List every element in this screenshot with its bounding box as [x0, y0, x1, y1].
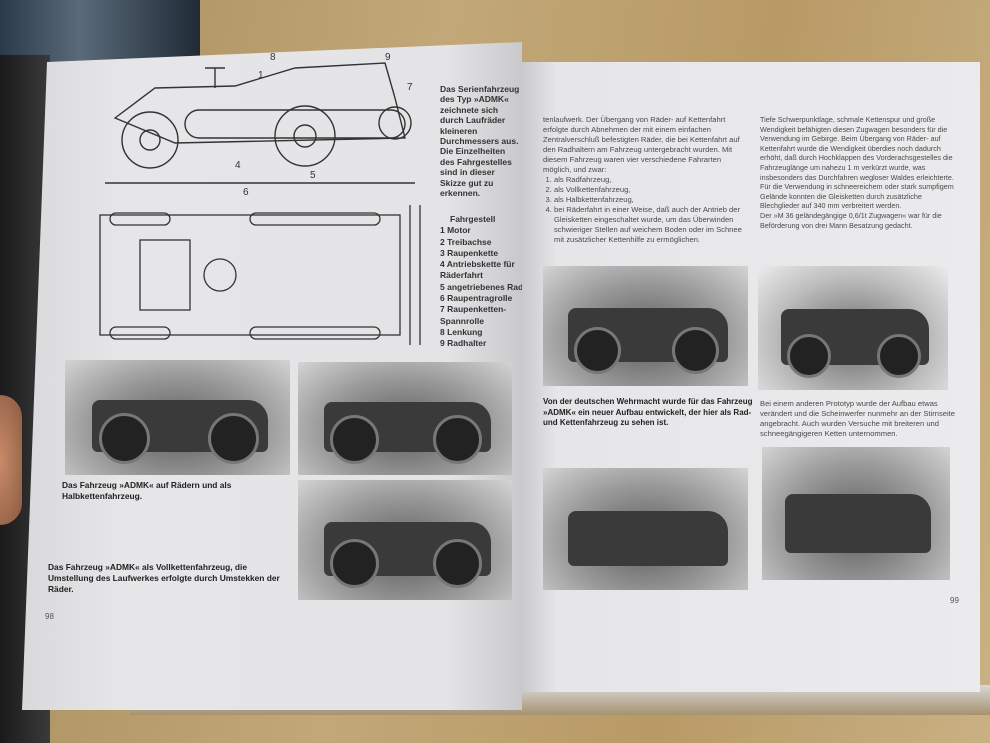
sidebar-text: Das Serienfahrzeug des Typ »ADMK« zeichn… — [440, 84, 520, 199]
list-item: als Radfahrzeug, — [554, 175, 751, 185]
legend-item: 7 Raupenketten-Spannrolle — [440, 304, 507, 326]
drawing-label: 6 — [243, 187, 249, 198]
caption-1: Das Fahrzeug »ADMK« auf Rädern und als H… — [62, 480, 232, 501]
caption-right: Bei einem anderen Prototyp wurde der Auf… — [760, 399, 956, 438]
photo-tracked-prototype — [762, 447, 950, 580]
legend-item: 5 angetriebenes Rad — [440, 281, 522, 292]
finger — [0, 395, 22, 525]
photo-admk-halftrack — [298, 362, 512, 475]
list-item: als Halbkettenfahrzeug, — [554, 195, 751, 205]
drawing-label: 1 — [258, 70, 264, 81]
legend-item: 9 Radhalter — [440, 338, 487, 349]
list-item: als Vollkettenfahrzeug, — [554, 185, 751, 195]
chassis-legend: Fahrgestell 1 Motor 2 Treibachse 3 Raupe… — [440, 214, 522, 350]
background-photo — [0, 0, 200, 62]
paragraph: Für die Verwendung in schneereichem oder… — [760, 182, 954, 211]
legend-title: Fahrgestell — [450, 214, 496, 224]
drawing-label: 5 — [310, 170, 316, 181]
paragraph: Tiefe Schwerpunktlage, schmale Kettenspu… — [760, 115, 954, 182]
photo-tracked-body — [543, 468, 748, 590]
photo-admk-fulltrack — [298, 480, 512, 600]
legend-item: 4 Antriebskette für Räderfahrt — [440, 259, 515, 281]
caption-2: Das Fahrzeug »ADMK« als Vollkettenfahrze… — [48, 562, 280, 594]
drawing-label: 8 — [270, 52, 276, 63]
drawing-label: 4 — [235, 160, 241, 171]
page-number-right: 99 — [950, 596, 959, 605]
top-view-drawing — [99, 205, 421, 345]
text-column-2: Tiefe Schwerpunktlage, schmale Kettenspu… — [760, 115, 960, 230]
paragraph: tenlaufwerk. Der Übergang von Räder- auf… — [543, 115, 740, 174]
photo-wehrmacht-wheels — [543, 266, 748, 386]
drawing-label: 7 — [407, 82, 413, 93]
legend-item: 6 Raupentragrolle — [440, 293, 513, 304]
legend-item: 8 Lenkung — [440, 326, 483, 337]
legend-item: 2 Treibachse — [440, 236, 492, 247]
list-item: bei Räderfahrt in einer Weise, daß auch … — [554, 205, 751, 245]
text-column-1: tenlaufwerk. Der Übergang von Räder- auf… — [543, 115, 751, 245]
paragraph: Der »M 36 geländegängige 0,6/1t Zugwagen… — [760, 210, 942, 230]
legend-item: 1 Motor — [440, 225, 471, 236]
photo-admk-wheels — [65, 360, 290, 475]
drawing-label: 9 — [385, 52, 391, 63]
caption-left: Von der deutschen Wehrmacht wurde für da… — [543, 397, 753, 427]
legend-item: 3 Raupenkette — [440, 247, 499, 258]
photo-snow-prototype — [758, 266, 948, 390]
side-view-drawing: 1 4 5 6 7 8 9 — [105, 52, 415, 198]
page-number-left: 98 — [45, 612, 54, 621]
